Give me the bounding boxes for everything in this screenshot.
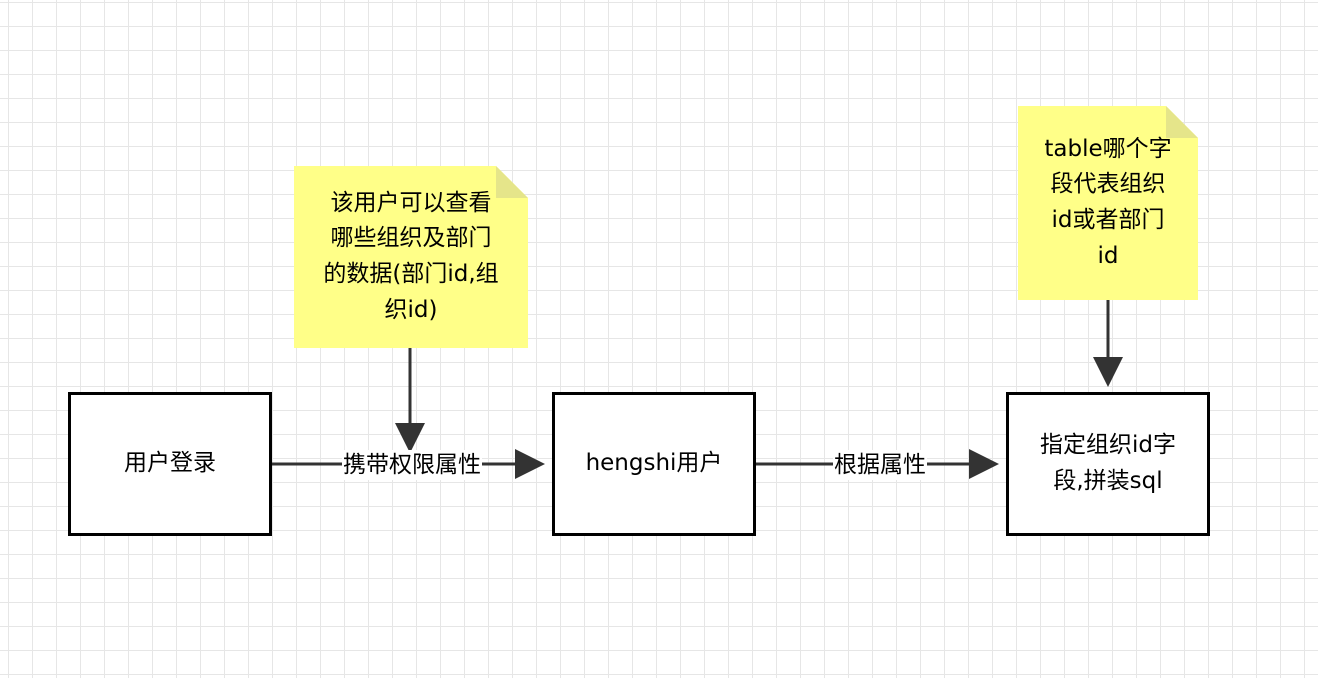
note-user-scope-text: 该用户可以查看 哪些组织及部门 的数据(部门id,组 织id) <box>323 189 499 323</box>
node-hengshi-user-label: hengshi用户 <box>585 450 723 477</box>
note-table-field[interactable]: table哪个字 段代表组织 id或者部门 id <box>1018 106 1198 300</box>
node-user-login[interactable]: 用户登录 <box>68 392 272 536</box>
node-assemble-sql[interactable]: 指定组织id字 段,拼装sql <box>1006 392 1210 536</box>
node-user-login-label: 用户登录 <box>124 450 216 477</box>
node-assemble-sql-label: 指定组织id字 段,拼装sql <box>1040 432 1176 494</box>
edge-label-carry-permissions: 携带权限属性 <box>342 450 482 480</box>
edge-label-by-attributes: 根据属性 <box>833 450 927 480</box>
node-hengshi-user[interactable]: hengshi用户 <box>552 392 756 536</box>
note-table-field-text: table哪个字 段代表组织 id或者部门 id <box>1044 135 1172 269</box>
note-user-scope[interactable]: 该用户可以查看 哪些组织及部门 的数据(部门id,组 织id) <box>294 166 528 348</box>
